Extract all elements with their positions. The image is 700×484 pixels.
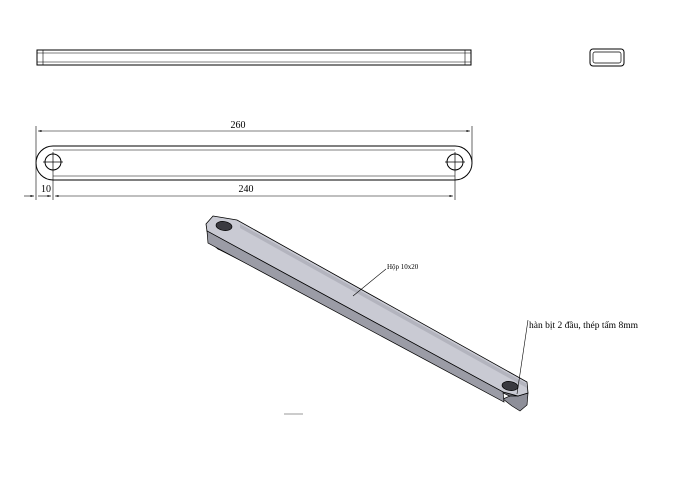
isometric-view: Hộp 10x20 hàn bịt 2 đầu, thép tấm 8mm (205, 215, 639, 412)
top-view-outline (36, 49, 472, 66)
dimension-edge-offset: 10 (24, 164, 51, 200)
dimension-overall-value: 260 (231, 120, 246, 131)
front-view: 260 240 10 (24, 120, 473, 200)
front-view-outline (35, 145, 473, 181)
end-note-leader-line (516, 319, 529, 395)
dimension-edge-offset-value: 10 (41, 184, 51, 195)
end-section-view (589, 48, 625, 67)
top-view (36, 49, 472, 66)
dimension-hole-spacing-value: 240 (239, 184, 254, 195)
section-outer (589, 48, 625, 67)
left-hole (43, 152, 63, 172)
profile-leader-line (352, 268, 387, 297)
right-hole (445, 152, 465, 172)
dimension-hole-spacing: 240 (52, 172, 456, 200)
iso-end-face-right (502, 392, 529, 412)
iso-hole-left (215, 221, 233, 231)
dimension-overall: 260 (35, 120, 473, 162)
profile-label: Hộp 10x20 (387, 263, 419, 271)
iso-top-shade (240, 224, 527, 388)
section-inner (592, 51, 622, 64)
iso-side-face (206, 230, 505, 403)
end-note: hàn bịt 2 đầu, thép tấm 8mm (529, 320, 639, 331)
iso-top-face (205, 215, 529, 397)
